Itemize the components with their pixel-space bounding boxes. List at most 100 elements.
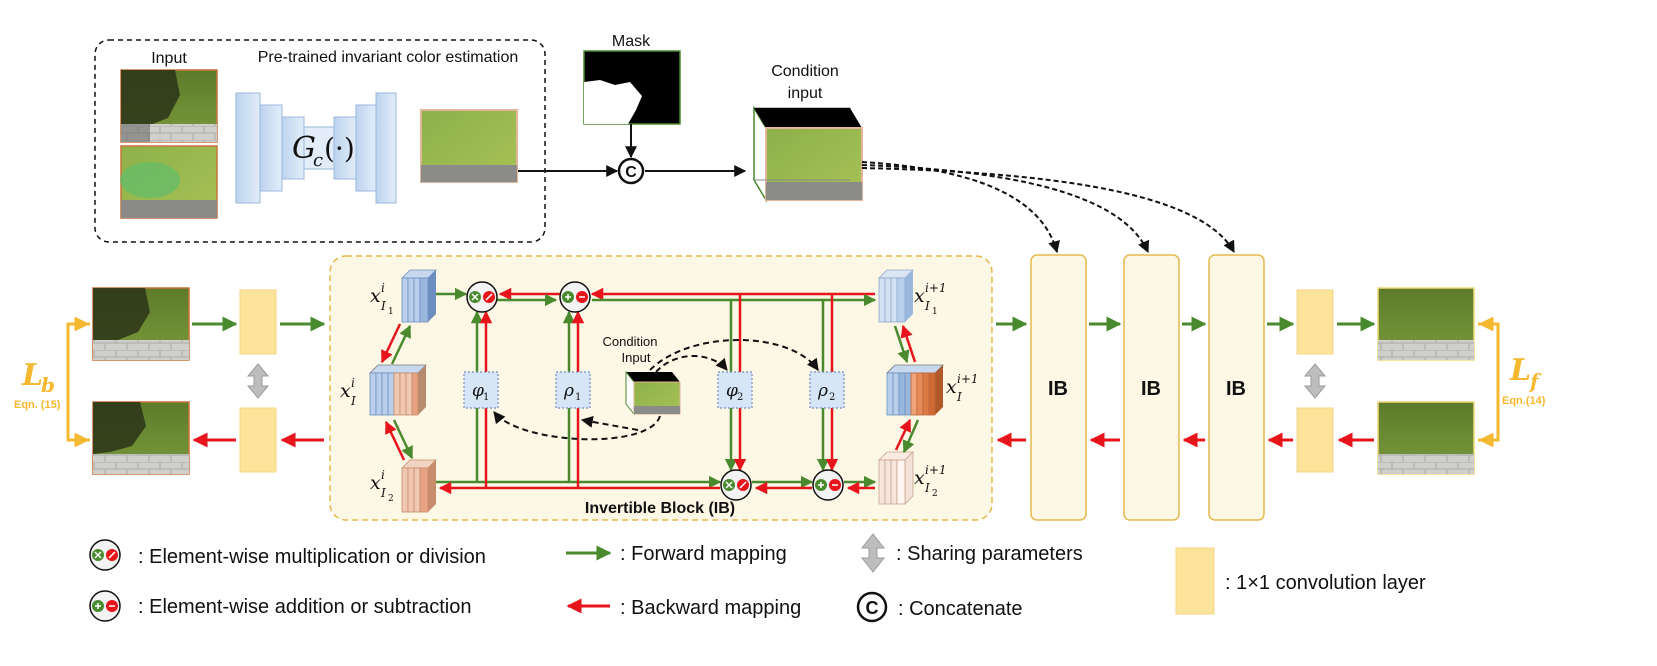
legend-add-sub: : Element-wise addition or subtraction (138, 596, 472, 618)
svg-text:x: x (914, 467, 925, 489)
svg-text:1: 1 (932, 307, 938, 317)
left-output-image (92, 401, 190, 475)
stack-xi1 (886, 364, 944, 416)
svg-text:I: I (350, 394, 356, 408)
mult-div-node-top (466, 281, 498, 313)
phi2-box: φ 2 (717, 371, 753, 409)
mult-div-node-bottom (720, 469, 752, 501)
condition-label-1: Condition (771, 63, 839, 80)
stack-xi-i1 (401, 269, 437, 323)
svg-text:2: 2 (737, 392, 743, 403)
svg-text:1: 1 (575, 392, 581, 403)
svg-text:i+1: i+1 (957, 372, 979, 386)
legend-mult-div-icon (89, 539, 121, 571)
estimation-frame (94, 39, 546, 243)
svg-text:I: I (924, 299, 930, 313)
svg-text:i: i (351, 376, 355, 390)
label-xi: x i I (340, 376, 356, 408)
right-input-image (1377, 401, 1475, 475)
condition-input-cube (753, 105, 863, 203)
inner-condition-cube (625, 370, 681, 416)
svg-text:x: x (946, 376, 957, 398)
concat-node: C (617, 157, 645, 185)
svg-text:IB: IB (1226, 378, 1246, 400)
svg-text:I: I (924, 481, 930, 495)
loss-left: L (21, 358, 43, 393)
stack-xi1-i1 (878, 269, 914, 323)
inner-condition-label-2: Input (622, 350, 651, 365)
inner-condition-label-1: Condition (603, 334, 658, 349)
svg-text:x: x (340, 380, 351, 402)
gc-label: G (292, 131, 316, 166)
mask-label: Mask (612, 33, 651, 50)
legend-mult-div: : Element-wise multiplication or divisio… (138, 546, 486, 568)
svg-text:x: x (370, 472, 381, 494)
label-xi-i1: x i I 1 (370, 281, 394, 317)
mask-image (583, 50, 681, 125)
stack-xi (369, 364, 427, 416)
add-sub-node-bottom (812, 469, 844, 501)
right-sharing-arrow (1303, 363, 1327, 399)
svg-text:i: i (381, 281, 385, 295)
label-xi-i2: x i I 2 (370, 468, 394, 504)
condition-to-ib1 (861, 161, 1060, 254)
rho2-box: ρ 2 (809, 371, 845, 409)
input-label: Input (151, 50, 187, 67)
svg-text:i+1: i+1 (925, 463, 947, 477)
unet-estimator: G c (·) (235, 92, 397, 204)
svg-text:i+1: i+1 (925, 281, 947, 295)
condition-to-ib3 (861, 167, 1235, 254)
stack-xi-i2 (401, 459, 437, 513)
rho1-box: ρ 1 (555, 371, 591, 409)
right-loss-bracket (1478, 322, 1500, 442)
legend-sharing-icon (860, 533, 886, 573)
estimated-invariant-image (420, 109, 518, 183)
ib-block-2: IB (1123, 254, 1180, 521)
left-sharing-arrow (246, 363, 270, 399)
legend-sharing: : Sharing parameters (896, 543, 1083, 565)
svg-text:φ: φ (472, 381, 484, 401)
svg-text:2: 2 (932, 489, 938, 499)
svg-text:IB: IB (1048, 378, 1068, 400)
gc-arg: (·) (324, 132, 355, 165)
loss-left-sub: b (41, 373, 55, 397)
svg-text:φ: φ (726, 381, 738, 401)
left-conv-bottom (239, 407, 277, 473)
loss-right-sub: f (1528, 369, 1542, 393)
right-conv-bottom (1296, 407, 1334, 473)
right-conv-top (1296, 289, 1334, 355)
input-image (120, 69, 218, 143)
svg-text:2: 2 (388, 494, 394, 504)
label-xi1: x i+1 I (946, 372, 979, 404)
svg-text:I: I (956, 390, 962, 404)
loss-right: L (1509, 353, 1531, 388)
svg-text:i: i (381, 468, 385, 482)
label-xi1-i1: x i+1 I 1 (914, 281, 947, 317)
legend-forward: : Forward mapping (620, 543, 787, 565)
svg-text:I: I (380, 486, 386, 500)
condition-label-2: input (788, 85, 823, 102)
svg-text:x: x (370, 285, 381, 307)
condition-to-ib2 (861, 164, 1150, 254)
svg-text:ρ: ρ (817, 381, 828, 401)
left-conv-top (239, 289, 277, 355)
legend-conv: : 1×1 convolution layer (1225, 572, 1426, 594)
legend-add-sub-icon (89, 590, 121, 622)
svg-text:C: C (866, 598, 879, 618)
phi1-box: φ 1 (463, 371, 499, 409)
loss-left-eqn: Eqn. (15) (14, 399, 61, 411)
svg-text:I: I (380, 299, 386, 313)
legend-conv-icon (1175, 547, 1215, 615)
invertible-block-title: Invertible Block (IB) (585, 500, 735, 517)
estimation-label: Pre-trained invariant color estimation (258, 49, 519, 66)
svg-text:ρ: ρ (563, 381, 574, 401)
loss-right-eqn: Eqn.(14) (1502, 395, 1546, 407)
label-xi1-i2: x i+1 I 2 (914, 463, 947, 499)
add-sub-node-top (559, 281, 591, 313)
legend-concat: : Concatenate (898, 598, 1023, 620)
svg-text:1: 1 (388, 307, 394, 317)
svg-text:x: x (914, 285, 925, 307)
input-invariant-image (120, 145, 218, 219)
gc-sub: c (313, 150, 323, 171)
